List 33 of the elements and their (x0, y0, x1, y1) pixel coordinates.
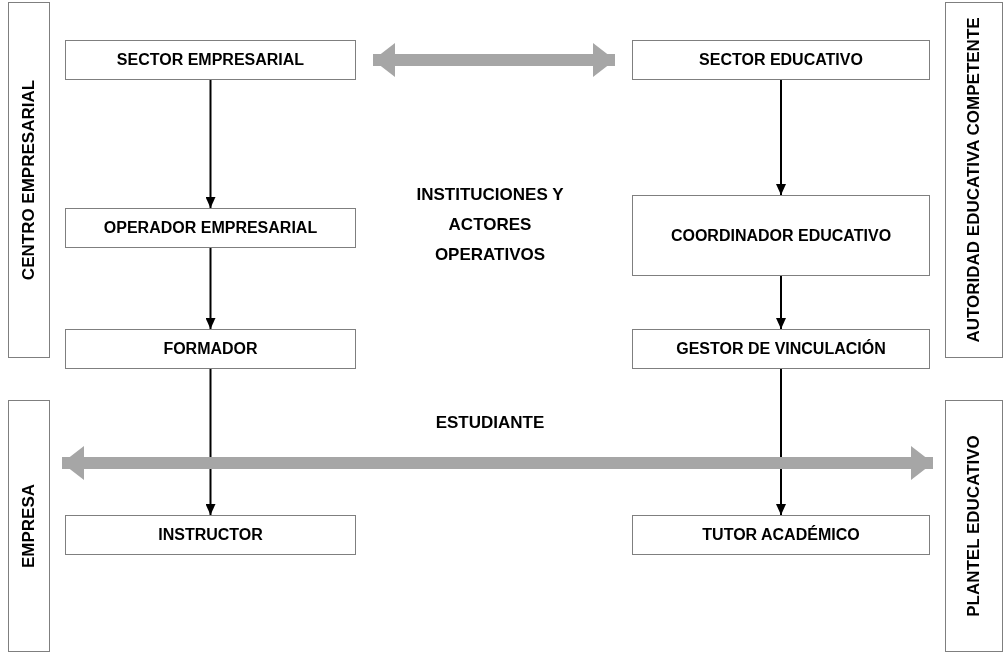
arrow (205, 368, 216, 516)
role-title: GESTOR DE VINCULACIÓN (675, 338, 887, 359)
arrow (776, 368, 786, 516)
center-note: INSTITUCIONES Y ACTORES OPERATIVOS (415, 184, 565, 266)
band-title: AUTORIDAD EDUCATIVA COMPETENTE (964, 16, 984, 345)
role-box (65, 208, 356, 248)
role-title: OPERADOR EMPRESARIAL (102, 218, 319, 238)
band-title: CENTRO EMPRESARIAL (19, 78, 39, 283)
arrow (776, 275, 786, 330)
side-band (945, 2, 1003, 358)
role-title: COORDINADOR EDUCATIVO (669, 225, 893, 246)
role-title: SECTOR EMPRESARIAL (115, 50, 306, 70)
role-box (65, 515, 356, 555)
arrow (62, 446, 933, 480)
role-box (632, 40, 930, 80)
role-title: INSTRUCTOR (157, 525, 264, 545)
role-title: TUTOR ACADÉMICO (701, 524, 861, 545)
side-band (945, 400, 1003, 652)
arrow (205, 79, 216, 209)
role-box (632, 195, 930, 276)
role-box (65, 40, 356, 80)
band-title: PLANTEL EDUCATIVO (964, 434, 984, 619)
side-band (8, 2, 50, 358)
role-title: SECTOR EDUCATIVO (698, 50, 864, 70)
arrow (776, 79, 786, 196)
role-box (632, 329, 930, 369)
arrow (205, 247, 216, 330)
role-title: FORMADOR (162, 339, 259, 359)
band-title: EMPRESA (19, 482, 39, 571)
arrow (373, 43, 615, 77)
role-box (65, 329, 356, 369)
role-box (632, 515, 930, 555)
side-band (8, 400, 50, 652)
